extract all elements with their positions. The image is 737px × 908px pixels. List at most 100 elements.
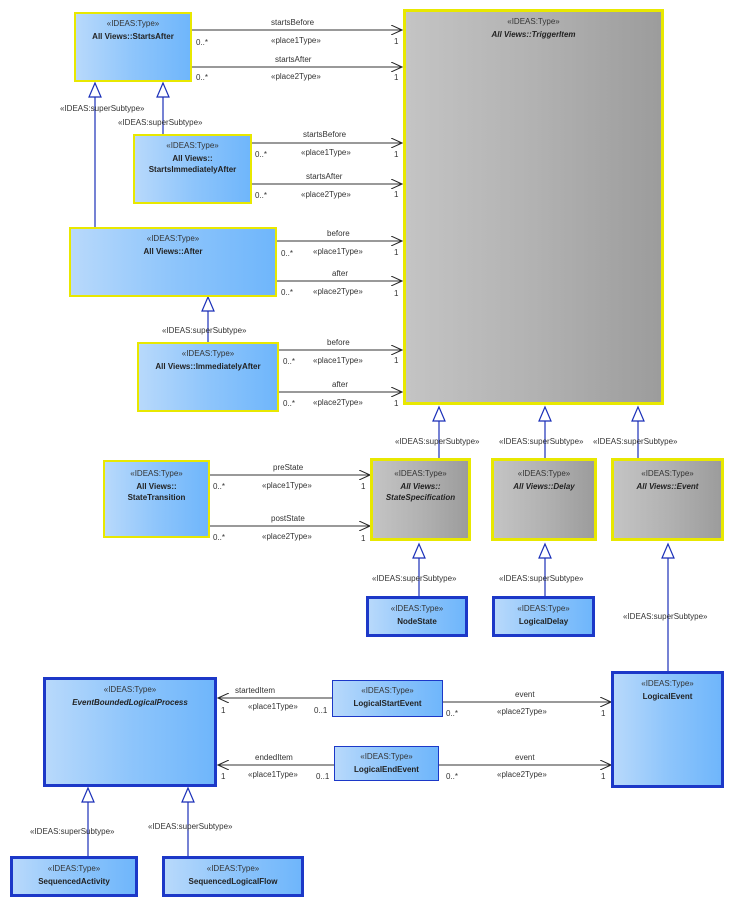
place-label: «place1Type» <box>313 247 363 256</box>
stereotype-label: «IDEAS:Type» <box>361 686 414 695</box>
class-logical-event[interactable]: «IDEAS:Type» LogicalEvent <box>611 671 724 788</box>
target-multiplicity: 1 <box>221 706 226 715</box>
source-multiplicity: 0..* <box>196 73 208 82</box>
class-name: All Views::TriggerItem <box>491 30 576 39</box>
class-logical-delay[interactable]: «IDEAS:Type» LogicalDelay <box>492 596 595 637</box>
stereotype-label: «IDEAS:Type» <box>47 864 101 873</box>
class-sequenced-logical-flow[interactable]: «IDEAS:Type» SequencedLogicalFlow <box>162 856 304 897</box>
stereotype-label: «IDEAS:Type» <box>390 604 444 613</box>
class-event-bounded-logical-process[interactable]: «IDEAS:Type» EventBoundedLogicalProcess <box>43 677 217 787</box>
stereotype-label: «IDEAS:Type» <box>641 469 694 478</box>
place-label: «place2Type» <box>497 707 547 716</box>
source-multiplicity: 0..* <box>446 772 458 781</box>
place-label: «place1Type» <box>301 148 351 157</box>
class-name: LogicalDelay <box>518 617 569 626</box>
target-multiplicity: 1 <box>394 150 399 159</box>
class-trigger-item[interactable]: «IDEAS:Type» All Views::TriggerItem <box>403 9 664 405</box>
gen-arrowhead-icon <box>631 405 645 422</box>
source-multiplicity: 0..* <box>283 357 295 366</box>
target-multiplicity: 1 <box>394 37 399 46</box>
supersubtype-label: «IDEAS:superSubtype» <box>593 437 678 446</box>
role-label: after <box>332 380 348 389</box>
role-label: preState <box>273 463 304 472</box>
class-state-transition[interactable]: «IDEAS:Type» All Views:: StateTransition <box>103 460 210 538</box>
source-multiplicity: 0..1 <box>316 772 330 781</box>
source-multiplicity: 0..* <box>446 709 458 718</box>
place-label: «place1Type» <box>248 770 298 779</box>
class-state-specification[interactable]: «IDEAS:Type» All Views:: StateSpecificat… <box>370 458 471 541</box>
source-multiplicity: 0..* <box>283 399 295 408</box>
class-name-line-2: StateTransition <box>127 493 186 502</box>
stereotype-label: «IDEAS:Type» <box>360 752 413 761</box>
target-multiplicity: 1 <box>221 772 226 781</box>
class-immediately-after[interactable]: «IDEAS:Type» All Views::ImmediatelyAfter <box>137 342 279 412</box>
target-multiplicity: 1 <box>394 73 399 82</box>
role-label: postState <box>271 514 305 523</box>
target-multiplicity: 1 <box>394 190 399 199</box>
place-label: «place2Type» <box>301 190 351 199</box>
stereotype-label: «IDEAS:Type» <box>130 469 183 478</box>
role-label: startsBefore <box>303 130 347 139</box>
class-after[interactable]: «IDEAS:Type» All Views::After <box>69 227 277 297</box>
class-starts-after[interactable]: «IDEAS:Type» All Views::StartsAfter <box>74 12 192 82</box>
gen-arrowhead-icon <box>412 542 426 559</box>
role-label: before <box>327 338 350 347</box>
gen-arrowhead-icon <box>201 295 215 312</box>
class-name: All Views::ImmediatelyAfter <box>155 362 261 371</box>
stereotype-label: «IDEAS:Type» <box>146 234 200 243</box>
class-starts-immediately-after[interactable]: «IDEAS:Type» All Views:: StartsImmediate… <box>133 134 252 204</box>
source-multiplicity: 0..* <box>281 249 293 258</box>
supersubtype-label: «IDEAS:superSubtype» <box>162 326 247 335</box>
role-label: startsBefore <box>271 18 315 27</box>
class-name-line-2: StartsImmediatelyAfter <box>148 165 237 174</box>
target-multiplicity: 1 <box>361 534 366 543</box>
target-multiplicity: 1 <box>394 248 399 257</box>
stereotype-label: «IDEAS:Type» <box>166 141 219 150</box>
gen-arrowhead-icon <box>538 405 552 422</box>
supersubtype-label: «IDEAS:superSubtype» <box>623 612 708 621</box>
class-logical-start-event[interactable]: «IDEAS:Type» LogicalStartEvent <box>332 680 443 717</box>
supersubtype-label: «IDEAS:superSubtype» <box>499 437 584 446</box>
place-label: «place1Type» <box>271 36 321 45</box>
class-event[interactable]: «IDEAS:Type» All Views::Event <box>611 458 724 541</box>
class-name: All Views::After <box>143 247 203 256</box>
class-name: EventBoundedLogicalProcess <box>72 698 188 707</box>
supersubtype-label: «IDEAS:superSubtype» <box>499 574 584 583</box>
supersubtype-label: «IDEAS:superSubtype» <box>30 827 115 836</box>
gen-arrowhead-icon <box>156 81 170 98</box>
target-multiplicity: 1 <box>601 709 606 718</box>
supersubtype-label: «IDEAS:superSubtype» <box>148 822 233 831</box>
source-multiplicity: 0..* <box>281 288 293 297</box>
source-multiplicity: 0..1 <box>314 706 328 715</box>
target-multiplicity: 1 <box>394 289 399 298</box>
target-multiplicity: 1 <box>394 399 399 408</box>
class-name: All Views::Delay <box>513 482 575 491</box>
class-node-state[interactable]: «IDEAS:Type» NodeState <box>366 596 468 637</box>
gen-arrowhead-icon <box>432 405 446 422</box>
class-name: LogicalStartEvent <box>353 699 422 708</box>
class-name: All Views::StartsAfter <box>92 32 174 41</box>
place-label: «place2Type» <box>262 532 312 541</box>
stereotype-label: «IDEAS:Type» <box>103 685 157 694</box>
role-label: event <box>515 753 535 762</box>
class-sequenced-activity[interactable]: «IDEAS:Type» SequencedActivity <box>10 856 138 897</box>
class-delay[interactable]: «IDEAS:Type» All Views::Delay <box>491 458 597 541</box>
gen-arrowhead-icon <box>661 542 675 559</box>
role-label: startsAfter <box>275 55 312 64</box>
class-name: All Views::Event <box>636 482 699 491</box>
supersubtype-label: «IDEAS:superSubtype» <box>118 118 203 127</box>
target-multiplicity: 1 <box>601 772 606 781</box>
gen-arrowhead-icon <box>88 81 102 98</box>
class-name-line-2: StateSpecification <box>385 493 456 502</box>
stereotype-label: «IDEAS:Type» <box>507 17 560 26</box>
stereotype-label: «IDEAS:Type» <box>641 679 694 688</box>
source-multiplicity: 0..* <box>196 38 208 47</box>
class-logical-end-event[interactable]: «IDEAS:Type» LogicalEndEvent <box>334 746 439 781</box>
place-label: «place2Type» <box>497 770 547 779</box>
class-name: LogicalEndEvent <box>354 765 419 774</box>
class-name: LogicalEvent <box>642 692 693 701</box>
class-name-line-1: All Views:: <box>400 482 441 491</box>
source-multiplicity: 0..* <box>213 482 225 491</box>
place-label: «place1Type» <box>248 702 298 711</box>
